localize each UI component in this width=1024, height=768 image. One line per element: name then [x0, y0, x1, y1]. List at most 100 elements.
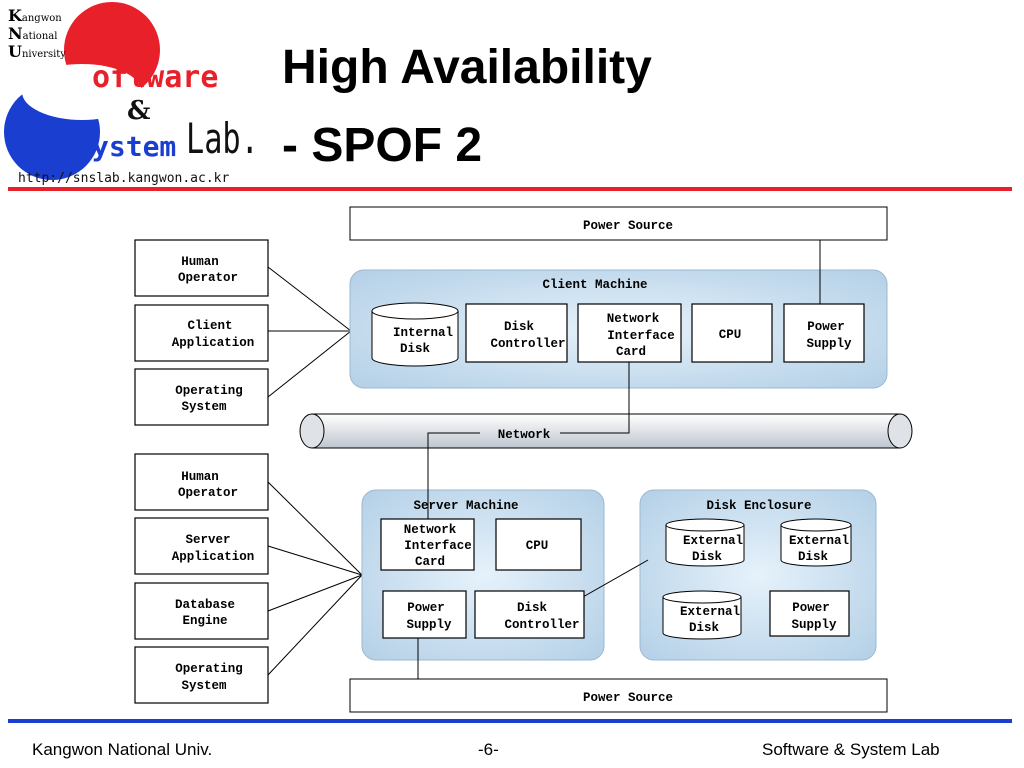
server-power-supply-line1: Power — [407, 601, 445, 615]
svg-text:Human: Human — [181, 255, 219, 269]
external-disk-2-line2: Disk — [798, 550, 829, 564]
svg-text:Supply: Supply — [806, 337, 852, 351]
svg-text:Supply: Supply — [406, 618, 452, 632]
svg-text:Operating: Operating — [175, 662, 243, 676]
svg-text:Card: Card — [415, 555, 445, 569]
server-cpu-box — [495, 518, 582, 571]
svg-text:Disk: Disk — [689, 621, 720, 635]
svg-text:Supply: Supply — [791, 618, 837, 632]
logo-oftware: oftware — [92, 60, 219, 95]
server-nic-line3: Card — [415, 555, 445, 569]
svg-text:Controller: Controller — [504, 618, 579, 632]
server-power-supply-box — [382, 590, 467, 639]
logo-ampersand: & — [127, 96, 151, 126]
client-human-operator-line2: Operator — [178, 271, 238, 285]
logo-n-rest: ational — [22, 31, 58, 42]
footer-rule — [8, 719, 1012, 723]
network-pipe — [299, 413, 913, 449]
svg-text:Application: Application — [172, 336, 255, 350]
external-disk-2-line1: External — [789, 534, 849, 548]
client-application-line1: Client — [187, 319, 232, 333]
svg-text:System: System — [181, 400, 227, 414]
svg-text:External: External — [683, 534, 743, 548]
server-disk-controller-box — [474, 590, 585, 639]
external-disk-1-line2: Disk — [692, 550, 723, 564]
svg-text:System: System — [181, 679, 227, 693]
client-power-supply-box — [783, 303, 865, 363]
client-os-line1: Operating — [175, 384, 243, 398]
svg-text:Controller: Controller — [490, 337, 565, 351]
logo-u: U — [8, 42, 22, 61]
header-rule — [8, 187, 1012, 191]
server-nic-line1: Network — [404, 523, 457, 537]
page-title-line1: High Availability — [282, 41, 652, 94]
server-nic-box — [380, 518, 475, 571]
svg-text:Disk: Disk — [798, 550, 829, 564]
svg-text:Operator: Operator — [178, 486, 238, 500]
footer-left: Kangwon National Univ. — [32, 740, 213, 759]
svg-text:Disk: Disk — [692, 550, 723, 564]
svg-text:Power: Power — [792, 601, 830, 615]
svg-text:Interface: Interface — [607, 329, 675, 343]
server-human-operator-line1: Human — [181, 470, 219, 484]
svg-text:Operating: Operating — [175, 384, 243, 398]
enclosure-power-supply-line1: Power — [792, 601, 830, 615]
server-connector-lines — [267, 481, 363, 676]
client-human-operator-line1: Human — [181, 255, 219, 269]
client-os-line2: System — [181, 400, 227, 414]
server-machine-title: Server Machine — [413, 499, 518, 513]
enclosure-power-supply-line2: Supply — [791, 618, 837, 632]
server-application-line2: Application — [172, 550, 255, 564]
external-disk-3-line2: Disk — [689, 621, 720, 635]
logo-lab: Lab. — [186, 114, 259, 163]
client-cpu-box — [691, 303, 773, 363]
client-nic-line2: Interface — [607, 329, 675, 343]
external-disk-2-icon — [780, 518, 852, 567]
svg-text:Application: Application — [172, 550, 255, 564]
server-os-line1: Operating — [175, 662, 243, 676]
client-disk-controller-line2: Controller — [490, 337, 565, 351]
svg-text:External: External — [789, 534, 849, 548]
svg-text:Database: Database — [175, 598, 235, 612]
svg-text:Power: Power — [407, 601, 445, 615]
svg-text:Human: Human — [181, 470, 219, 484]
power-source-top — [349, 206, 888, 241]
database-engine-box — [134, 582, 269, 640]
client-os-box — [134, 368, 269, 426]
server-application-line1: Server — [185, 533, 230, 547]
client-machine-title: Client Machine — [542, 278, 647, 292]
svg-text:Operator: Operator — [178, 271, 238, 285]
server-human-operator-box — [134, 453, 269, 511]
client-nic-line1: Network — [607, 312, 660, 326]
svg-text:Internal: Internal — [393, 326, 453, 340]
network-label: Network — [498, 428, 551, 442]
logo-ystem: ystem — [92, 130, 177, 163]
client-internal-disk-line1: Internal — [393, 326, 453, 340]
client-internal-disk-line2: Disk — [400, 342, 431, 356]
server-disk-controller-line1: Disk — [517, 601, 548, 615]
client-power-supply-line2: Supply — [806, 337, 852, 351]
external-disk-1-line1: External — [683, 534, 743, 548]
svg-text:Client: Client — [187, 319, 232, 333]
client-connector-lines — [267, 266, 352, 398]
svg-text:Disk: Disk — [517, 601, 548, 615]
power-source-top-label: Power Source — [583, 219, 673, 233]
client-nic-box — [577, 303, 682, 363]
server-cpu-label: CPU — [526, 539, 549, 553]
logo-n: N — [8, 24, 23, 43]
client-internal-disk-icon — [371, 302, 459, 367]
database-engine-line1: Database — [175, 598, 235, 612]
client-application-line2: Application — [172, 336, 255, 350]
footer-page-number: -6- — [478, 740, 499, 759]
svg-text:Disk: Disk — [400, 342, 431, 356]
svg-text:Disk: Disk — [504, 320, 535, 334]
server-application-box — [134, 517, 269, 575]
svg-text:Engine: Engine — [182, 614, 227, 628]
server-os-line2: System — [181, 679, 227, 693]
server-os-box — [134, 646, 269, 704]
external-disk-3-icon — [662, 590, 742, 640]
disk-enclosure-title: Disk Enclosure — [706, 499, 811, 513]
logo-u-rest: niversity — [21, 49, 66, 60]
enclosure-power-supply-box — [769, 590, 850, 637]
